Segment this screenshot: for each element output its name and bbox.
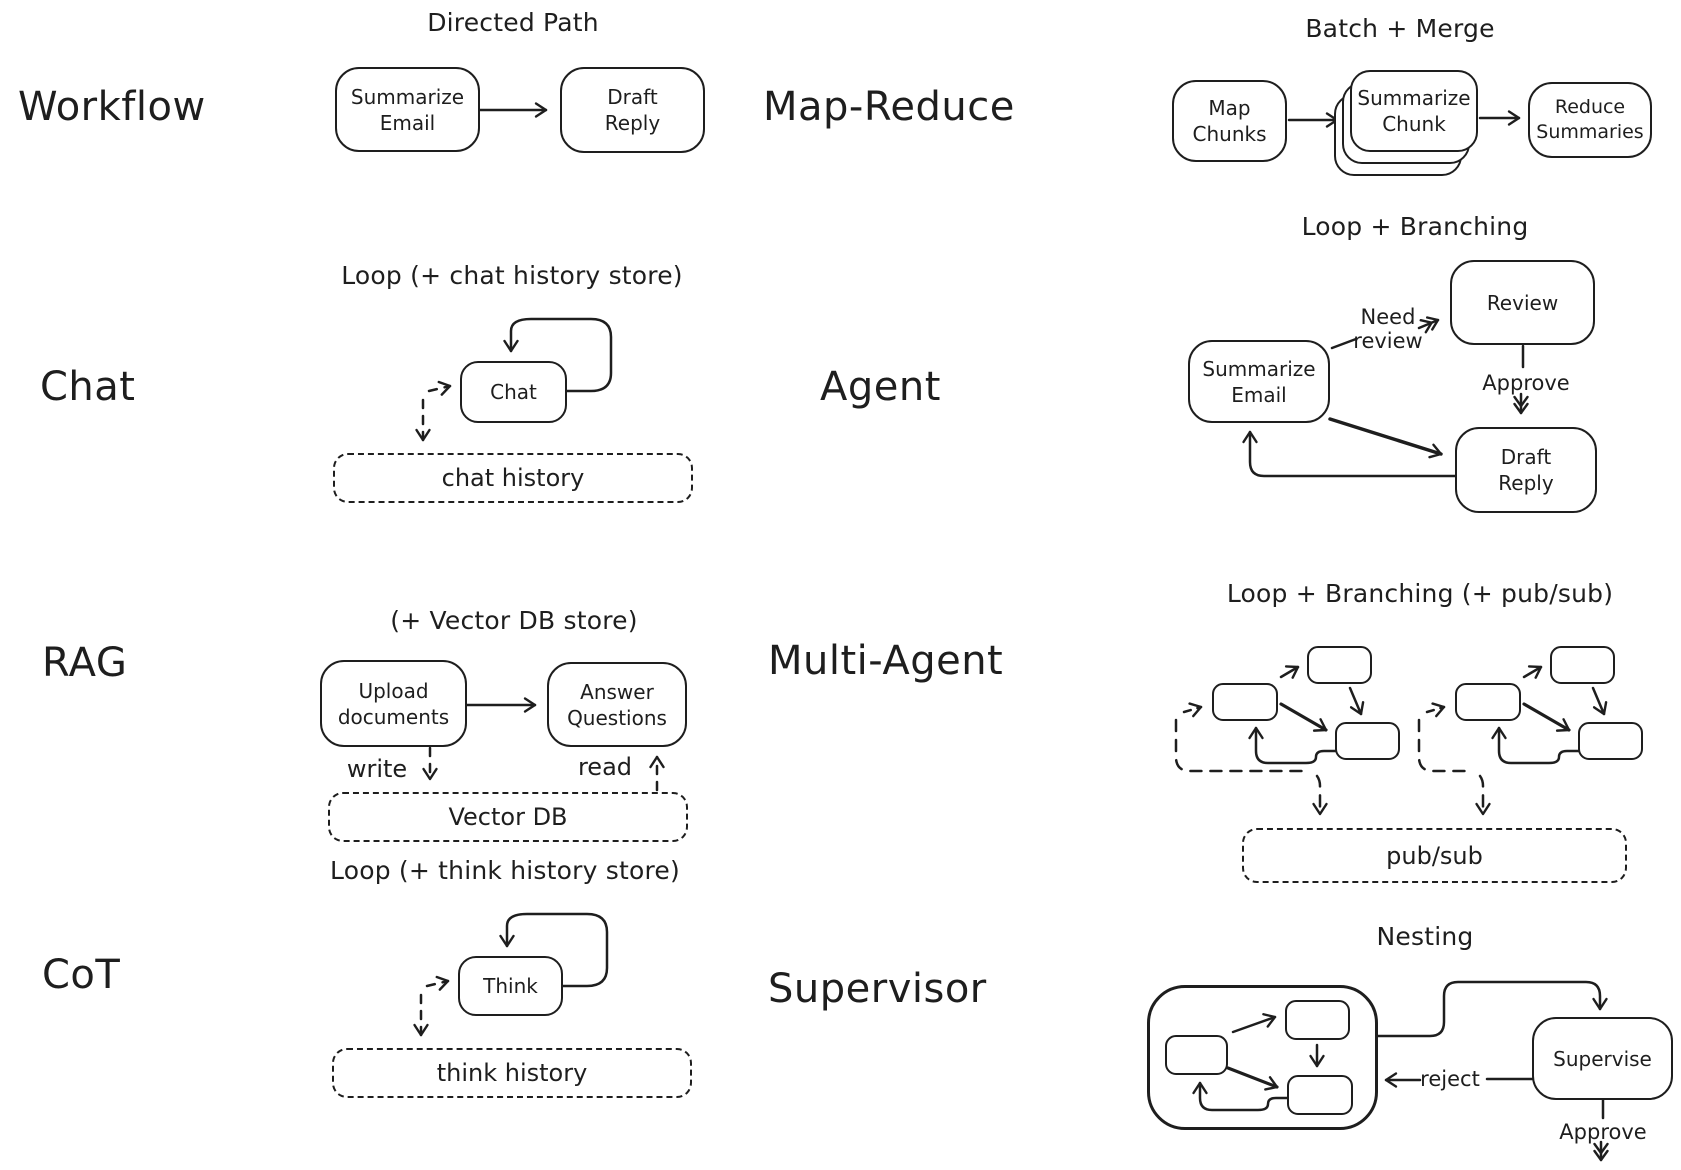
store-think-history: think history (332, 1048, 692, 1098)
supervisor-nested-container (1147, 985, 1378, 1130)
node-multiagent1-bottom (1335, 722, 1400, 760)
pattern-title-loop-branching: Loop + Branching (1301, 212, 1529, 241)
node-think: Think (458, 956, 563, 1016)
section-label-cot: CoT (42, 952, 121, 998)
node-supervisor-inner-left (1165, 1035, 1228, 1075)
edge-label-supervisor-approve: Approve (1559, 1120, 1647, 1144)
edge-label-need-review: Need review (1353, 305, 1423, 354)
multiagent1-loopback (1248, 726, 1339, 765)
multiagent2-arrow-left-to-top (1522, 665, 1543, 679)
supervisor-inner-arrow-left-to-bottom (1226, 1066, 1279, 1091)
supervisor-inner-arrow-left-to-top (1231, 1013, 1277, 1034)
pattern-title-think-loop: Loop (+ think history store) (330, 856, 680, 885)
node-supervisor-inner-top (1285, 1000, 1350, 1040)
node-mapreduce-reduce-summaries: Reduce Summaries (1528, 82, 1652, 158)
edge-label-agent-approve: Approve (1482, 371, 1570, 395)
agent-arrow-summarize-to-review (1417, 316, 1440, 334)
agent-needreview-leader-line (1330, 337, 1358, 350)
agent-loopback-draft-to-summarize (1242, 430, 1457, 478)
node-workflow-draft-reply: Draft Reply (560, 67, 705, 153)
node-multiagent1-left (1212, 683, 1278, 721)
pattern-title-directed-path: Directed Path (427, 8, 599, 37)
edge-label-write: write (346, 755, 408, 783)
section-label-supervisor: Supervisor (768, 966, 987, 1012)
pattern-title-nesting: Nesting (1376, 922, 1474, 951)
section-label-map-reduce: Map-Reduce (763, 84, 1015, 130)
multiagent1-arrow-top-to-bottom (1348, 686, 1365, 716)
pattern-title-chat-loop: Loop (+ chat history store) (341, 261, 683, 290)
node-multiagent2-bottom (1578, 722, 1643, 760)
multiagent2-arrow-top-to-bottom (1591, 686, 1608, 716)
section-label-agent: Agent (820, 364, 941, 410)
node-chat: Chat (460, 361, 567, 423)
section-label-workflow: Workflow (18, 84, 206, 130)
multiagent1-pubsub-drop-arrow (1312, 774, 1328, 816)
store-vector-db: Vector DB (328, 792, 688, 842)
node-supervise: Supervise (1532, 1017, 1673, 1100)
node-multiagent2-top (1550, 646, 1615, 684)
section-label-rag: RAG (42, 640, 128, 686)
node-rag-answer-questions: Answer Questions (547, 662, 687, 747)
node-agent-draft-reply: Draft Reply (1455, 427, 1597, 513)
node-agent-summarize-email: Summarize Email (1188, 340, 1330, 423)
multiagent1-arrow-left-to-bottom (1279, 702, 1328, 732)
cot-self-loop-arrow (499, 912, 609, 988)
store-chat-history: chat history (333, 453, 693, 503)
multiagent1-pubsub-entry-arrow (1182, 702, 1203, 718)
section-label-multi-agent: Multi-Agent (768, 638, 1004, 684)
agent-arrow-summarize-to-draft (1328, 417, 1443, 459)
chat-store-read-arrow (427, 380, 452, 396)
node-agent-review: Review (1450, 260, 1595, 345)
supervisor-arrow-container-to-supervise (1376, 980, 1608, 1038)
node-multiagent2-left (1455, 683, 1521, 721)
multiagent2-pubsub-entry-arrow (1425, 702, 1446, 718)
store-pub-sub: pub/sub (1242, 828, 1627, 883)
edge-label-read: read (577, 753, 633, 781)
multiagent2-pubsub-line (1417, 718, 1472, 773)
section-label-chat: Chat (40, 364, 136, 410)
node-mapreduce-summarize-chunk: Summarize Chunk (1350, 70, 1478, 152)
multiagent1-pubsub-line (1174, 718, 1309, 773)
pattern-title-vector-db-store: (+ Vector DB store) (390, 606, 638, 635)
pattern-title-loop-branching-pubsub: Loop + Branching (+ pub/sub) (1226, 579, 1614, 608)
node-workflow-summarize-email: Summarize Email (335, 67, 480, 152)
cot-store-read-arrow (425, 975, 450, 991)
pattern-title-batch-merge: Batch + Merge (1305, 14, 1495, 43)
edge-label-reject: reject (1420, 1067, 1480, 1091)
multiagent2-pubsub-drop-arrow (1475, 774, 1491, 816)
chat-self-loop-arrow (503, 317, 613, 393)
multiagent2-loopback (1491, 726, 1582, 765)
multiagent1-arrow-left-to-top (1279, 665, 1300, 679)
node-mapreduce-map-chunks: Map Chunks (1172, 80, 1287, 162)
multiagent2-arrow-left-to-bottom (1522, 702, 1571, 732)
node-multiagent1-top (1307, 646, 1372, 684)
supervisor-inner-loopback (1192, 1081, 1291, 1112)
node-supervisor-inner-bottom (1287, 1075, 1353, 1115)
node-rag-upload-documents: Upload documents (320, 660, 467, 747)
